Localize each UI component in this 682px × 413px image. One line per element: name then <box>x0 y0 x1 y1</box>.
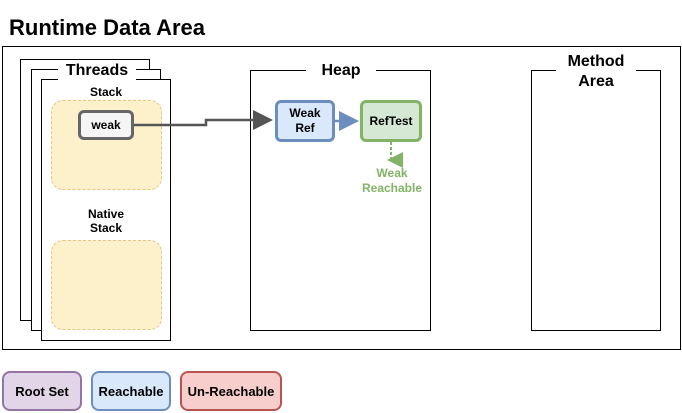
weak-ref-node: Weak Ref <box>275 100 335 142</box>
ref-test-node: RefTest <box>360 100 422 142</box>
diagram-title: Runtime Data Area <box>9 15 206 40</box>
stack-label: Stack <box>89 85 123 99</box>
legend-reachable: Reachable <box>91 371 171 411</box>
method-area-label: Method Area <box>556 52 636 92</box>
native-stack-label: Native Stack <box>87 207 125 235</box>
weak-reference-node: weak <box>78 110 134 140</box>
weak-reachable-label: Weak Reachable <box>361 166 423 195</box>
method-area-box <box>531 70 661 331</box>
legend-unreachable: Un-Reachable <box>180 371 282 411</box>
native-stack-area <box>51 240 162 330</box>
heap-label: Heap <box>306 62 376 80</box>
weak-to-weakref-arrow <box>134 110 273 130</box>
threads-label: Threads <box>58 62 136 80</box>
legend-root-set: Root Set <box>2 371 82 411</box>
